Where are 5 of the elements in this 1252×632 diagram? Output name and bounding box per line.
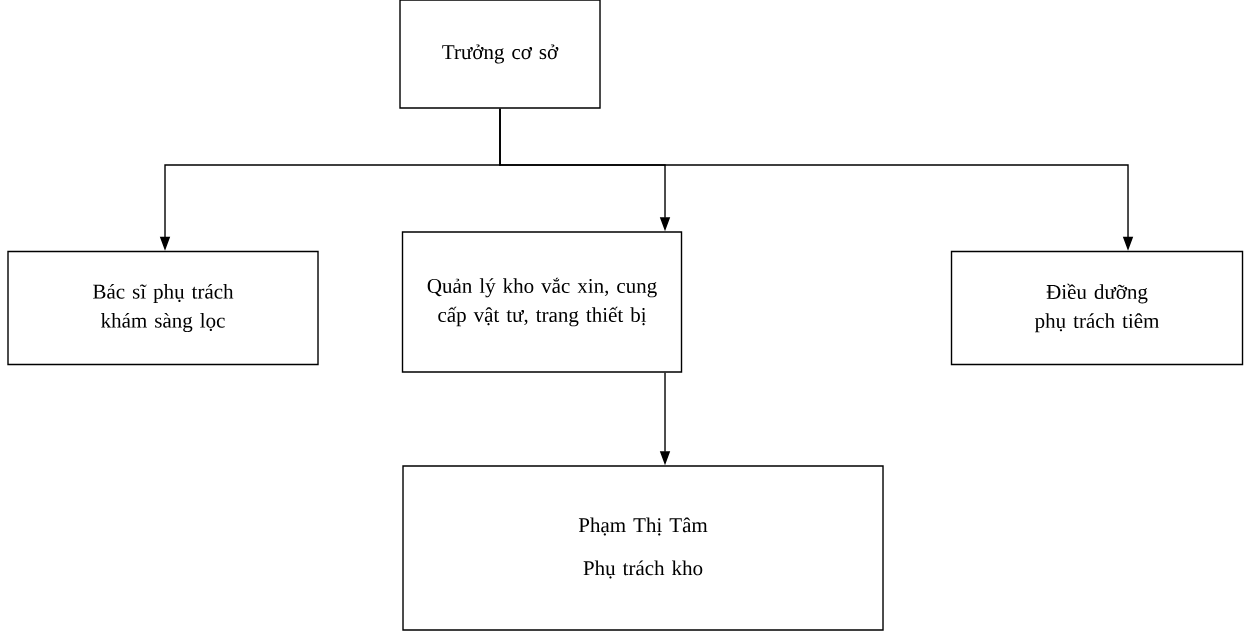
process-box: Trưởng cơ sở [399, 0, 601, 109]
process-box: Phạm Thị Tâm Phụ trách kho [402, 465, 884, 631]
process-box: Quản lý kho vắc xin, cung cấp vật tư, trang thiết bị [401, 231, 683, 373]
process-box: Điều dưỡng phụ trách tiêm [950, 250, 1244, 366]
process-box: Bác sĩ phụ trách khám sàng lọc [7, 250, 319, 366]
